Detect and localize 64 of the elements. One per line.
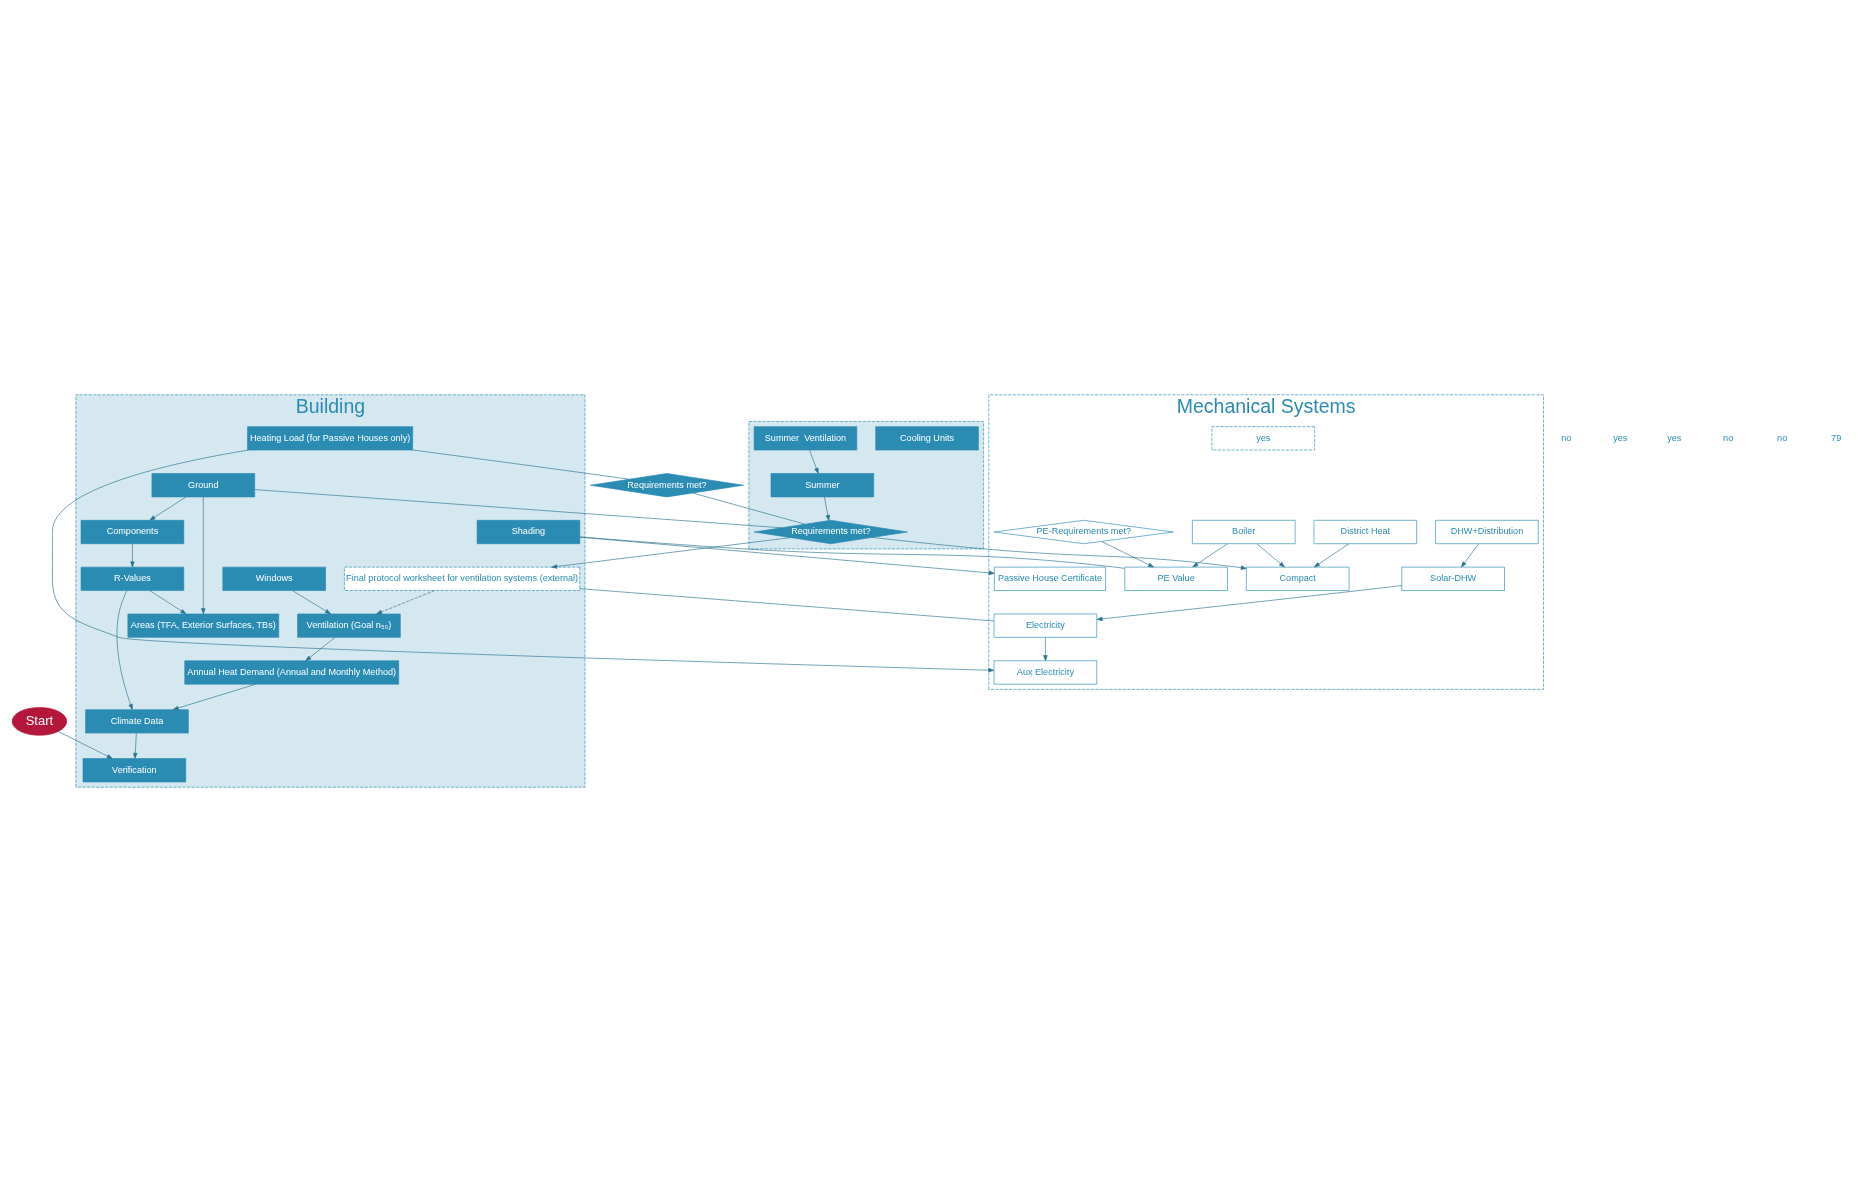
arrow [149, 589, 187, 614]
arrow [1192, 542, 1228, 567]
arrow [201, 496, 206, 614]
arrow [1096, 584, 1403, 621]
node-box: Areas (TFA, Exterior Surfaces, TBs) [127, 613, 280, 638]
node-box: Compact [1246, 566, 1350, 591]
node-box: Ventilation (Goal n₅₀) [297, 613, 401, 638]
node-box: R-Values [80, 566, 185, 591]
arrow [551, 536, 791, 569]
label: yes [1667, 432, 1682, 443]
node-box: Passive House Certificate [994, 566, 1106, 591]
arrow [1101, 540, 1154, 567]
node-box: Climate Data [85, 708, 189, 733]
node-box: Windows [222, 566, 326, 591]
node-box: Verification [82, 757, 187, 782]
arrow [376, 589, 435, 614]
node-box: Summer Ventilation [753, 425, 858, 450]
node-box: Shading [476, 519, 581, 544]
arrow [292, 589, 331, 614]
arrow [579, 536, 995, 575]
arrow [809, 449, 819, 474]
arrow [1461, 543, 1479, 567]
arrow [1256, 543, 1285, 567]
arrow [149, 496, 187, 520]
node-diamond: Requirements met? [753, 519, 908, 544]
node-box: PE Value [1124, 566, 1228, 591]
arrow [116, 589, 133, 710]
connector [579, 587, 995, 621]
arrow [172, 683, 256, 710]
node-box: Summer [770, 472, 875, 497]
cluster [748, 420, 984, 549]
arrow [305, 636, 336, 661]
node-box: Boiler [1192, 519, 1296, 544]
arrow [1043, 636, 1048, 661]
connector [579, 536, 1125, 569]
label: yes [1613, 432, 1628, 443]
node-box: Final protocol worksheet for ventilation systems (external) [344, 566, 581, 591]
arrow [871, 536, 1247, 570]
arrow [133, 732, 138, 759]
label: 79 [1831, 432, 1842, 443]
node-box: Ground [151, 472, 255, 497]
arrow [52, 449, 995, 672]
node-box: District Heat [1313, 519, 1418, 544]
node-box: Solar-DHW [1401, 566, 1505, 591]
label: no [1723, 432, 1734, 443]
connector [412, 449, 630, 480]
node-box: Heating Load (for Passive Houses only) [247, 425, 413, 450]
label: no [1777, 432, 1788, 443]
node-box: DHW+Distribution [1435, 519, 1539, 544]
node-box: Cooling Units [875, 425, 979, 450]
node-box: Annual Heat Demand (Annual and Monthly Method) [184, 659, 400, 684]
node-box: yes [1211, 425, 1315, 450]
connector [254, 488, 782, 528]
node-box: Components [80, 519, 185, 544]
node-box: Electricity [993, 613, 1098, 638]
node-box: Aux Electricity [993, 659, 1098, 684]
node-ellipse: Start [11, 706, 68, 736]
label: no [1561, 432, 1572, 443]
arrow [130, 543, 135, 567]
arrow [1314, 542, 1350, 567]
connector [692, 492, 806, 524]
node-diamond: PE-Requirements met? [993, 519, 1174, 544]
node-diamond: Requirements met? [590, 472, 744, 497]
arrow [824, 496, 830, 521]
